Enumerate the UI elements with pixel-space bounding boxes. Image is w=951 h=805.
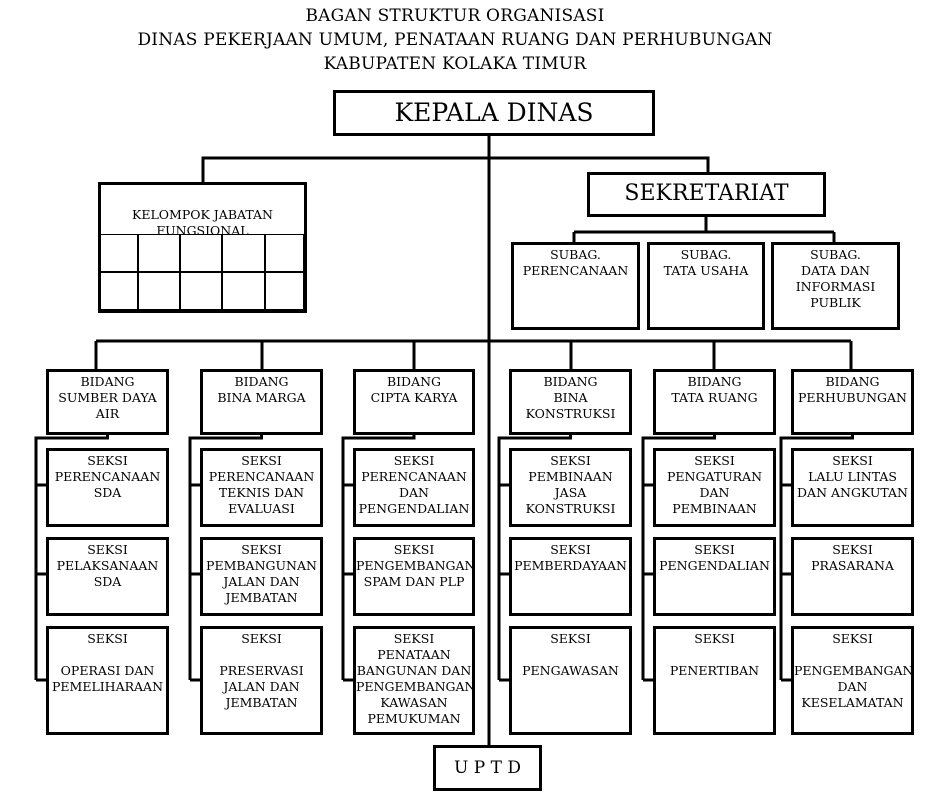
- fungsional-grid-cell: [265, 272, 304, 310]
- bidang-box: BIDANG TATA RUANG: [653, 369, 776, 435]
- seksi-box: SEKSI PERENCANAAN TEKNIS DAN EVALUASI: [200, 448, 323, 527]
- fungsional-grid-cell: [98, 234, 138, 272]
- chart-title-line-1: BAGAN STRUKTUR ORGANISASI: [305, 6, 605, 26]
- chart-title-line-2: DINAS PEKERJAAN UMUM, PENATAAN RUANG DAN…: [137, 30, 773, 50]
- fungsional-grid-cell: [180, 272, 222, 310]
- seksi-box: SEKSI PERENCANAAN DAN PENGENDALIAN: [353, 448, 475, 527]
- fungsional-grid-cell: [180, 234, 222, 272]
- seksi-box: SEKSI PENGENDALIAN: [653, 537, 776, 616]
- bidang-box: BIDANG BINA MARGA: [200, 369, 323, 435]
- seksi-box: SEKSI PRESERVASI JALAN DAN JEMBATAN: [200, 626, 323, 735]
- bidang-box: BIDANG SUMBER DAYA AIR: [46, 369, 169, 435]
- seksi-box: SEKSI LALU LINTAS DAN ANGKUTAN: [791, 448, 914, 527]
- seksi-box: SEKSI PEMBERDAYAAN: [509, 537, 632, 616]
- bidang-box: BIDANG CIPTA KARYA: [353, 369, 475, 435]
- fungsional-grid-cell: [265, 234, 304, 272]
- uptd-box: U P T D: [433, 745, 542, 791]
- seksi-box: SEKSI PENGEMBANGAN DAN KESELAMATAN: [791, 626, 914, 735]
- seksi-box: SEKSI PENATAAN BANGUNAN DAN PENGEMBANGAN…: [353, 626, 475, 735]
- seksi-box: SEKSI PENGEMBANGAN SPAM DAN PLP: [353, 537, 475, 616]
- chart-title-line-3: KABUPATEN KOLAKA TIMUR: [323, 54, 587, 74]
- bidang-box: BIDANG PERHUBUNGAN: [791, 369, 914, 435]
- kepala-dinas-box: KEPALA DINAS: [333, 90, 655, 136]
- seksi-box: SEKSI PEMBINAAN JASA KONSTRUKSI: [509, 448, 632, 527]
- fungsional-grid-cell: [222, 272, 265, 310]
- bidang-box: BIDANG BINA KONSTRUKSI: [509, 369, 632, 435]
- seksi-box: SEKSI PELAKSANAAN SDA: [46, 537, 169, 616]
- subag-tata-usaha-box: SUBAG. TATA USAHA: [647, 242, 765, 330]
- subag-perencanaan-box: SUBAG. PERENCANAAN: [511, 242, 640, 330]
- seksi-box: SEKSI PERENCANAAN SDA: [46, 448, 169, 527]
- fungsional-grid-cell: [222, 234, 265, 272]
- kelompok-jabatan-fungsional-box: KELOMPOK JABATAN FUNGSIONAL: [98, 182, 307, 313]
- fungsional-grid-cell: [98, 272, 138, 310]
- subag-data-informasi-publik-box: SUBAG. DATA DAN INFORMASI PUBLIK: [771, 242, 900, 330]
- seksi-box: SEKSI PENERTIBAN: [653, 626, 776, 735]
- seksi-box: SEKSI PENGATURAN DAN PEMBINAAN: [653, 448, 776, 527]
- fungsional-grid-cell: [138, 234, 180, 272]
- seksi-box: SEKSI PRASARANA: [791, 537, 914, 616]
- seksi-box: SEKSI OPERASI DAN PEMELIHARAAN: [46, 626, 169, 735]
- fungsional-grid-cell: [138, 272, 180, 310]
- seksi-box: SEKSI PENGAWASAN: [509, 626, 632, 735]
- seksi-box: SEKSI PEMBANGUNAN JALAN DAN JEMBATAN: [200, 537, 323, 616]
- sekretariat-box: SEKRETARIAT: [587, 172, 826, 217]
